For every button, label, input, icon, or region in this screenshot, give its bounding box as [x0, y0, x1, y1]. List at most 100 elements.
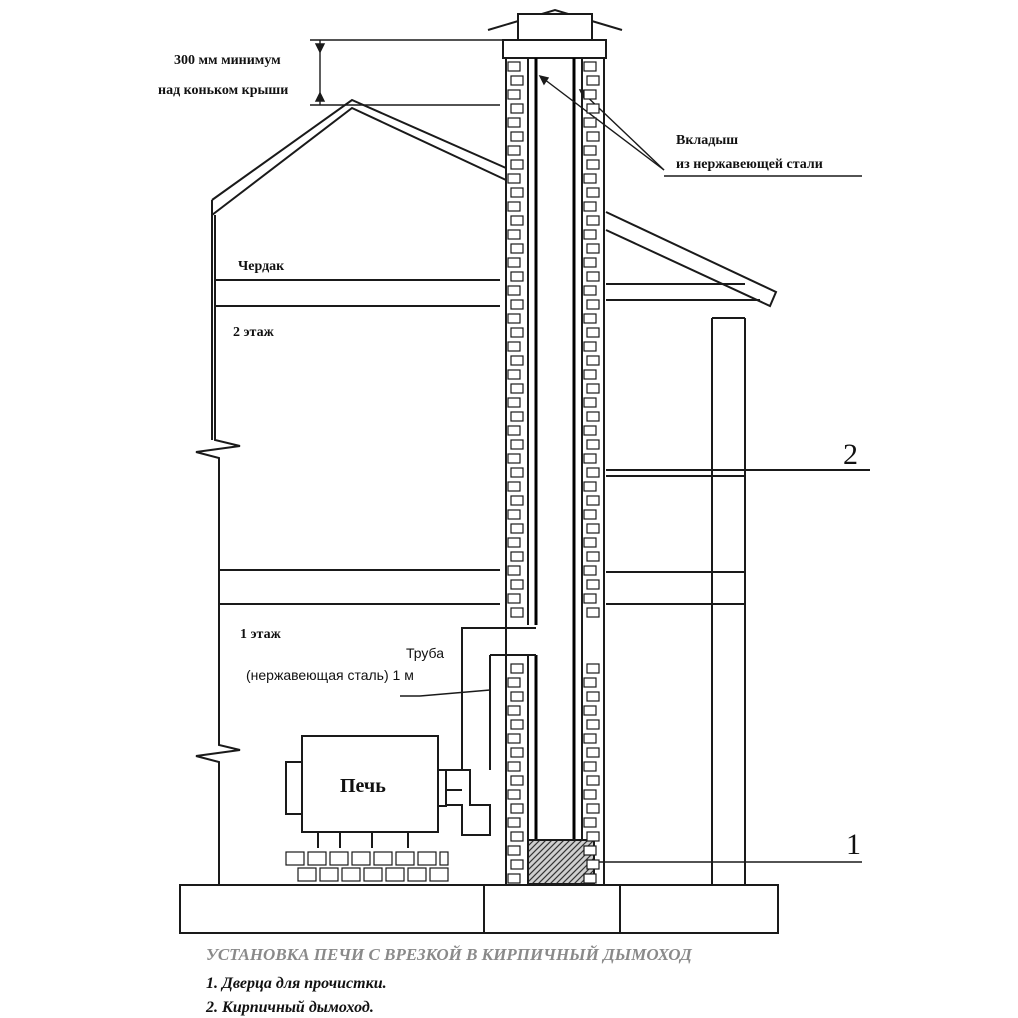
- chimney-brick: [583, 229, 597, 240]
- chimney-bricks: [507, 61, 600, 884]
- chimney-brick: [507, 705, 521, 716]
- stove-pipe: [438, 627, 536, 836]
- chimney-brick: [507, 873, 521, 884]
- chimney-brick: [583, 257, 597, 268]
- chimney-brick: [507, 257, 521, 268]
- chimney-brick: [510, 551, 524, 562]
- chimney-brick: [586, 131, 600, 142]
- floor1-label: 1 этаж: [240, 627, 282, 642]
- base-brick: [417, 851, 437, 866]
- chimney-brick: [510, 187, 524, 198]
- chimney-brick: [507, 369, 521, 380]
- chimney-brick: [507, 145, 521, 156]
- chimney-brick: [510, 523, 524, 534]
- chimney-brick: [586, 215, 600, 226]
- chimney-brick: [586, 775, 600, 786]
- chimney-brick: [583, 425, 597, 436]
- chimney-brick: [510, 607, 524, 618]
- chimney-brick: [583, 565, 597, 576]
- base-brick: [439, 851, 449, 866]
- main-roof: [211, 98, 507, 216]
- chimney-brick: [507, 61, 521, 72]
- chimney-brick: [586, 355, 600, 366]
- chimney-brick: [507, 173, 521, 184]
- chimney-brick: [510, 495, 524, 506]
- chimney-brick: [583, 817, 597, 828]
- left-wall: [195, 215, 241, 885]
- chimney-brick: [507, 789, 521, 800]
- chimney-brick: [583, 705, 597, 716]
- liner-leaders: [538, 74, 862, 177]
- chimney-brick: [586, 299, 600, 310]
- chimney-brick: [507, 845, 521, 856]
- chimney-brick: [583, 369, 597, 380]
- chimney-brick: [507, 537, 521, 548]
- base-brick: [395, 851, 415, 866]
- chimney-brick: [507, 677, 521, 688]
- chimney-brick: [583, 593, 597, 604]
- callout-2: 2: [843, 438, 858, 471]
- chimney-brick: [583, 873, 597, 884]
- chimney-brick: [586, 243, 600, 254]
- chimney-brick: [586, 103, 600, 114]
- base-brick: [363, 867, 383, 882]
- chimney-brick: [507, 761, 521, 772]
- chimney-brick: [586, 719, 600, 730]
- chimney-brick: [510, 243, 524, 254]
- chimney-brick: [507, 565, 521, 576]
- chimney-brick: [510, 271, 524, 282]
- chimney-brick: [510, 859, 524, 870]
- chimney-brick: [586, 383, 600, 394]
- chimney-brick: [583, 761, 597, 772]
- chimney-brick: [507, 425, 521, 436]
- chimney-brick: [583, 201, 597, 212]
- chimney-brick: [510, 327, 524, 338]
- floor2-label: 2 этаж: [233, 325, 275, 340]
- chimney-brick: [507, 509, 521, 520]
- stove: [285, 735, 447, 848]
- liner-label-line2: из нержавеющей стали: [676, 157, 823, 172]
- liner-label-line1: Вкладыш: [676, 133, 738, 148]
- chimney-brick: [586, 607, 600, 618]
- chimney-brick: [510, 691, 524, 702]
- chimney-brick: [586, 495, 600, 506]
- base-brick: [407, 867, 427, 882]
- brick-chimney: [487, 8, 623, 885]
- chimney-brick: [507, 397, 521, 408]
- base-brick: [297, 867, 317, 882]
- chimney-brick: [507, 453, 521, 464]
- chimney-brick: [510, 467, 524, 478]
- chimney-brick: [507, 89, 521, 100]
- chimney-brick: [583, 481, 597, 492]
- annex-roof: [605, 211, 778, 308]
- chimney-brick: [507, 117, 521, 128]
- chimney-brick: [586, 75, 600, 86]
- chimney-brick: [510, 719, 524, 730]
- annex-walls: [606, 317, 870, 885]
- chimney-brick: [510, 579, 524, 590]
- chimney-brick: [583, 789, 597, 800]
- chimney-brick: [586, 551, 600, 562]
- pipe-label-line1: Труба: [406, 645, 444, 661]
- chimney-brick: [586, 663, 600, 674]
- chimney-brick: [586, 831, 600, 842]
- chimney-brick: [586, 579, 600, 590]
- chimney-brick: [583, 285, 597, 296]
- chimney-brick: [583, 453, 597, 464]
- base-brick: [351, 851, 371, 866]
- chimney-brick: [583, 61, 597, 72]
- stove-brick-base: [285, 851, 449, 882]
- chimney-brick: [583, 313, 597, 324]
- pipe-leader: [400, 689, 491, 697]
- foundation: [179, 884, 779, 934]
- chimney-brick: [586, 411, 600, 422]
- stove-label: Печь: [340, 775, 386, 797]
- caption-title: УСТАНОВКА ПЕЧИ С ВРЕЗКОЙ В КИРПИЧНЫЙ ДЫМ…: [206, 945, 693, 964]
- attic-floor: [215, 279, 500, 307]
- chimney-brick: [510, 775, 524, 786]
- chimney-brick: [507, 341, 521, 352]
- clearance-label-line1: 300 мм минимум: [174, 53, 281, 68]
- attic-label: Чердак: [238, 259, 285, 274]
- chimney-brick: [510, 159, 524, 170]
